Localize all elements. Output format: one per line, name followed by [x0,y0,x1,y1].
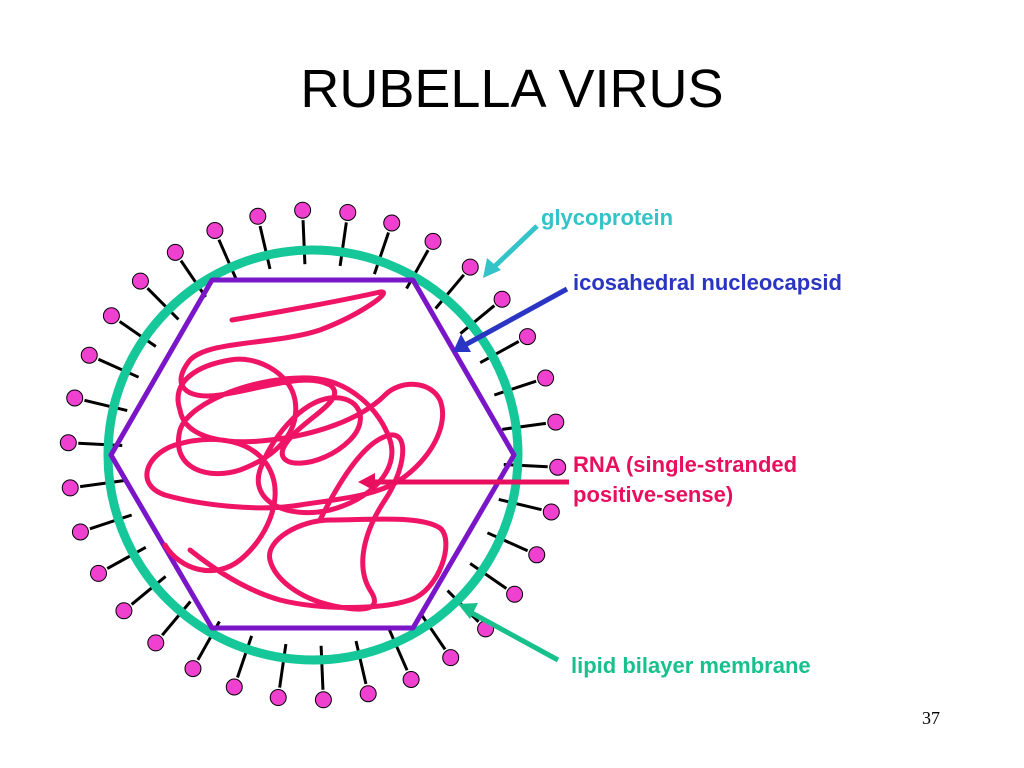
glycoprotein-head [425,233,441,249]
glycoprotein-head [91,565,107,581]
glycoprotein-head [384,215,400,231]
glycoprotein-head [519,329,535,345]
glycoprotein-head [462,259,478,275]
glycoprotein-head [443,650,459,666]
rna-label-line-1: RNA (single-stranded [573,450,797,480]
glycoprotein-head [494,291,510,307]
rna-label-line-2: positive-sense) [573,480,797,510]
glycoprotein-head [507,586,523,602]
glycoprotein-label: glycoprotein [541,203,673,233]
glycoprotein-head [167,244,183,260]
glycoprotein-stalk [260,226,270,269]
glycoprotein-head [315,692,331,708]
glycoprotein-head [340,204,356,220]
glycoprotein-stalk [280,644,286,688]
membrane-arrow [458,603,558,660]
glycoprotein-stalk [356,641,366,684]
glycoprotein-head [538,370,554,386]
glycoprotein-stalk [80,481,124,487]
glycoprotein-head [60,435,76,451]
glycoprotein-arrow [483,226,537,278]
glycoprotein-stalk [499,499,542,509]
glycoprotein-head [72,524,88,540]
glycoprotein-stalk [303,220,305,264]
glycoprotein-head [207,223,223,239]
rna-label: RNA (single-stranded positive-sense) [573,450,797,510]
glycoprotein-head [185,661,201,677]
glycoprotein-head [543,504,559,520]
glycoprotein-stalk [84,400,127,410]
glycoprotein-head [81,347,97,363]
glycoprotein-stalk [340,222,346,266]
glycoprotein-head [360,686,376,702]
glycoprotein-head [226,679,242,695]
glycoprotein-head [403,671,419,687]
glycoprotein-head [529,547,545,563]
glycoprotein-head [550,459,566,475]
glycoprotein-head [148,635,164,651]
glycoprotein-stalk [502,423,546,429]
nucleocapsid-label: icosahedral nucleocapsid [573,268,842,298]
glycoprotein-head [132,273,148,289]
glycoprotein-head [548,414,564,430]
slide-number: 37 [900,708,940,729]
glycoprotein-head [62,480,78,496]
glycoprotein-head [295,202,311,218]
glycoprotein-head [67,390,83,406]
glycoprotein-head [250,208,266,224]
rna-strand [147,292,446,609]
membrane-label: lipid bilayer membrane [571,651,811,681]
glycoprotein-head [103,308,119,324]
glycoprotein-head [270,690,286,706]
glycoprotein-head [116,603,132,619]
glycoprotein-stalk [321,646,323,690]
